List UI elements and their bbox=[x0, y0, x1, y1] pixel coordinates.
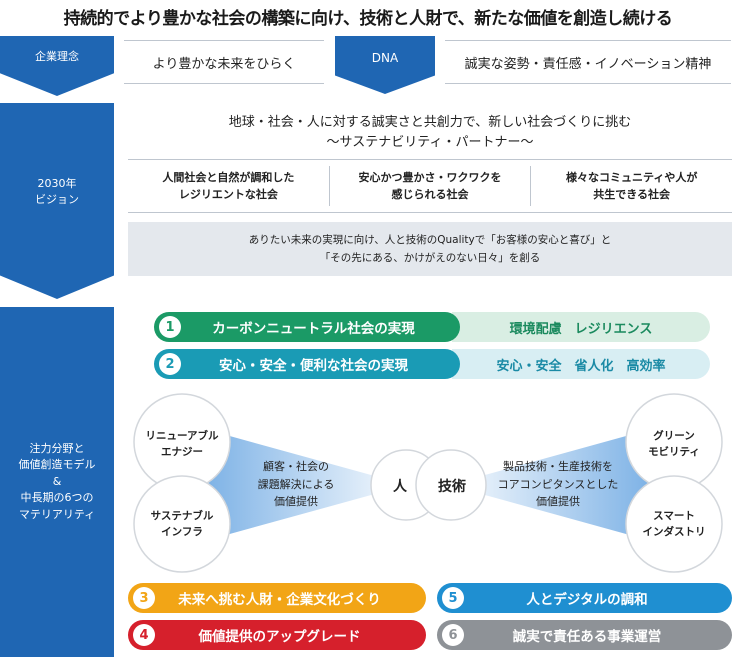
vision-col1-line1: 人間社会と自然が調和した bbox=[162, 170, 295, 184]
smart-industry-circle bbox=[625, 475, 723, 573]
focus-label-line3: & bbox=[52, 474, 62, 488]
materiality-1-pill: 1 カーボンニュートラル社会の実現 bbox=[154, 312, 460, 342]
materiality-6-pill: 6 誠実で責任ある事業運営 bbox=[437, 620, 732, 650]
materiality-3-number: 3 bbox=[133, 587, 155, 609]
left-value-line1: 顧客・社会の bbox=[263, 460, 329, 473]
vision-col3-line2: 共生できる社会 bbox=[593, 188, 671, 201]
focus-label-line5: マテリアリティ bbox=[18, 507, 96, 521]
materiality-2-label: 安心・安全・便利な社会の実現 bbox=[219, 358, 408, 374]
focus-label-block: 注力分野と 価値創造モデル & 中長期の6つの マテリアリティ bbox=[0, 307, 114, 657]
dna-label: DNA bbox=[371, 51, 399, 65]
sustainable-infra-line2: インフラ bbox=[161, 526, 203, 539]
materiality-3-pill: 3 未来へ挑む人財・企業文化づくり bbox=[128, 583, 426, 613]
materiality-2-keywords: 安心・安全 省人化 高効率 bbox=[452, 349, 710, 379]
renewable-energy-line2: エナジー bbox=[161, 446, 203, 459]
right-value-line1: 製品技術・生産技術を bbox=[503, 460, 613, 473]
technology-circle bbox=[415, 449, 487, 521]
materiality-6-number: 6 bbox=[442, 624, 464, 646]
materiality-4-label: 価値提供のアップグレード bbox=[198, 629, 361, 645]
page-title: 持続的でより豊かな社会の構築に向け、技術と人財で、新たな価値を創造し続ける bbox=[63, 9, 673, 29]
materiality-5-label: 人とデジタルの調和 bbox=[526, 592, 648, 608]
vision-column-2: 安心かつ豊かさ・ワクワクを感じられる社会 bbox=[328, 166, 531, 206]
right-value-line3: 価値提供 bbox=[536, 495, 580, 509]
right-value-text: 製品技術・生産技術を コアコンピタンスとした 価値提供 bbox=[488, 458, 628, 511]
vision-columns: 人間社会と自然が調和したレジリエントな社会 安心かつ豊かさ・ワクワクを感じられる… bbox=[128, 159, 732, 213]
vision-col3-line1: 様々なコミュニティや人が bbox=[566, 170, 698, 184]
materiality-6-label: 誠実で責任ある事業運営 bbox=[512, 629, 662, 645]
smart-industry-label: スマート インダストリ bbox=[626, 508, 722, 541]
philosophy-label: 企業理念 bbox=[35, 49, 79, 63]
left-value-text: 顧客・社会の 課題解決による 価値提供 bbox=[236, 458, 356, 511]
sustainable-infra-label: サステナブル インフラ bbox=[134, 508, 230, 541]
materiality-5-pill: 5 人とデジタルの調和 bbox=[437, 583, 732, 613]
left-value-line2: 課題解決による bbox=[257, 477, 335, 491]
philosophy-text-box: より豊かな未来をひらく bbox=[124, 40, 324, 84]
vision-col2-line2: 感じられる社会 bbox=[391, 188, 469, 201]
green-mobility-line2: モビリティ bbox=[648, 446, 700, 459]
dna-text-box: 誠実な姿勢・責任感・イノベーション精神 bbox=[445, 40, 731, 84]
vision-label-chevron: 2030年 ビジョン bbox=[0, 103, 114, 299]
renewable-energy-line1: リニューアブル bbox=[145, 430, 219, 442]
focus-label-line4: 中長期の6つの bbox=[20, 491, 94, 505]
vision-sub-line2: 「その先にある、かけがえのない日々」を創る bbox=[319, 252, 541, 264]
smart-industry-line1: スマート bbox=[653, 510, 695, 522]
right-value-line2: コアコンピタンスとした bbox=[497, 477, 619, 491]
dna-label-chevron: DNA bbox=[335, 36, 435, 94]
vision-column-1: 人間社会と自然が調和したレジリエントな社会 bbox=[128, 160, 329, 212]
left-funnel bbox=[208, 430, 382, 540]
people-label: 人 bbox=[393, 479, 407, 495]
materiality-3-label: 未来へ挑む人財・企業文化づくり bbox=[178, 592, 381, 608]
sustainable-infra-circle bbox=[133, 475, 231, 573]
green-mobility-label: グリーン モビリティ bbox=[626, 428, 722, 461]
smart-industry-line2: インダストリ bbox=[642, 526, 706, 539]
value-creation-diagram bbox=[133, 393, 723, 573]
vision-col1-line2: レジリエントな社会 bbox=[178, 188, 278, 201]
philosophy-label-chevron: 企業理念 bbox=[0, 36, 114, 96]
materiality-2-pill: 2 安心・安全・便利な社会の実現 bbox=[154, 349, 460, 379]
vision-main-line1: 地球・社会・人に対する誠実さと共創力で、新しい社会づくりに挑む bbox=[228, 115, 632, 130]
materiality-4-number: 4 bbox=[133, 624, 155, 646]
materiality-1-number: 1 bbox=[159, 316, 181, 338]
materiality-5-number: 5 bbox=[442, 587, 464, 609]
vision-col2-line1: 安心かつ豊かさ・ワクワクを bbox=[358, 170, 502, 184]
vision-main-line2: 〜サステナビリティ・パートナー〜 bbox=[326, 135, 534, 151]
philosophy-text: より豊かな未来をひらく bbox=[152, 56, 296, 72]
left-value-line3: 価値提供 bbox=[274, 495, 318, 509]
vision-main-statement: 地球・社会・人に対する誠実さと共創力で、新しい社会づくりに挑む 〜サステナビリテ… bbox=[128, 113, 732, 153]
vision-sub-line1: ありたい未来の実現に向け、人と技術のQualityで「お客様の安心と喜び」と bbox=[248, 233, 612, 246]
sustainable-infra-line1: サステナブル bbox=[150, 510, 214, 522]
right-funnel bbox=[474, 430, 648, 540]
vision-label-line2: ビジョン bbox=[35, 193, 79, 206]
green-mobility-line1: グリーン bbox=[653, 430, 695, 442]
dna-text: 誠実な姿勢・責任感・イノベーション精神 bbox=[464, 56, 712, 72]
vision-sub-box: ありたい未来の実現に向け、人と技術のQualityで「お客様の安心と喜び」と 「… bbox=[128, 222, 732, 276]
technology-label: 技術 bbox=[438, 479, 466, 495]
materiality-1-keywords: 環境配慮 レジリエンス bbox=[452, 312, 710, 342]
vision-column-3: 様々なコミュニティや人が共生できる社会 bbox=[530, 166, 732, 206]
focus-label-line1: 注力分野と bbox=[29, 441, 85, 455]
focus-label-line2: 価値創造モデル bbox=[18, 458, 96, 472]
materiality-4-pill: 4 価値提供のアップグレード bbox=[128, 620, 426, 650]
materiality-1-label: カーボンニュートラル社会の実現 bbox=[212, 321, 415, 337]
materiality-2-number: 2 bbox=[159, 353, 181, 375]
renewable-energy-label: リニューアブル エナジー bbox=[134, 428, 230, 461]
vision-label-line1: 2030年 bbox=[37, 176, 77, 190]
